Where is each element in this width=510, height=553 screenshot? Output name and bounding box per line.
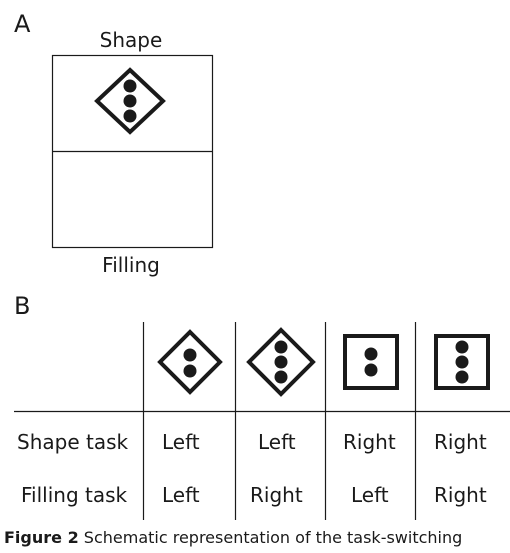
panel-a-label: A — [14, 10, 31, 38]
shape-task-cell-3: Right — [343, 430, 396, 454]
filling-task-cell-1: Left — [162, 483, 200, 507]
stimulus-square-three-dots — [434, 334, 490, 390]
shape-label: Shape — [99, 28, 163, 52]
filling-task-cell-3: Left — [351, 483, 389, 507]
stimulus-diamond-two-dots — [157, 329, 223, 395]
figure-number: Figure 2 — [4, 528, 79, 547]
shape-task-cell-2: Left — [258, 430, 296, 454]
filling-task-cell-2: Right — [250, 483, 303, 507]
filling-label: Filling — [102, 253, 160, 277]
shape-task-cell-4: Right — [434, 430, 487, 454]
stimulus-square-two-dots — [343, 334, 399, 390]
stimulus-diamond-three-dots — [246, 327, 316, 397]
filling-task-cell-4: Right — [434, 483, 487, 507]
figure-caption: Figure 2 Schematic representation of the… — [4, 528, 462, 547]
row-label-shape-task: Shape task — [17, 430, 129, 454]
row-label-filling-task: Filling task — [21, 483, 128, 507]
shape-task-cell-1: Left — [162, 430, 200, 454]
caption-text: Schematic representation of the task-swi… — [83, 528, 463, 547]
panel-a-stimulus-diamond-three-dots — [94, 67, 166, 135]
panel-b-label: B — [14, 292, 31, 320]
